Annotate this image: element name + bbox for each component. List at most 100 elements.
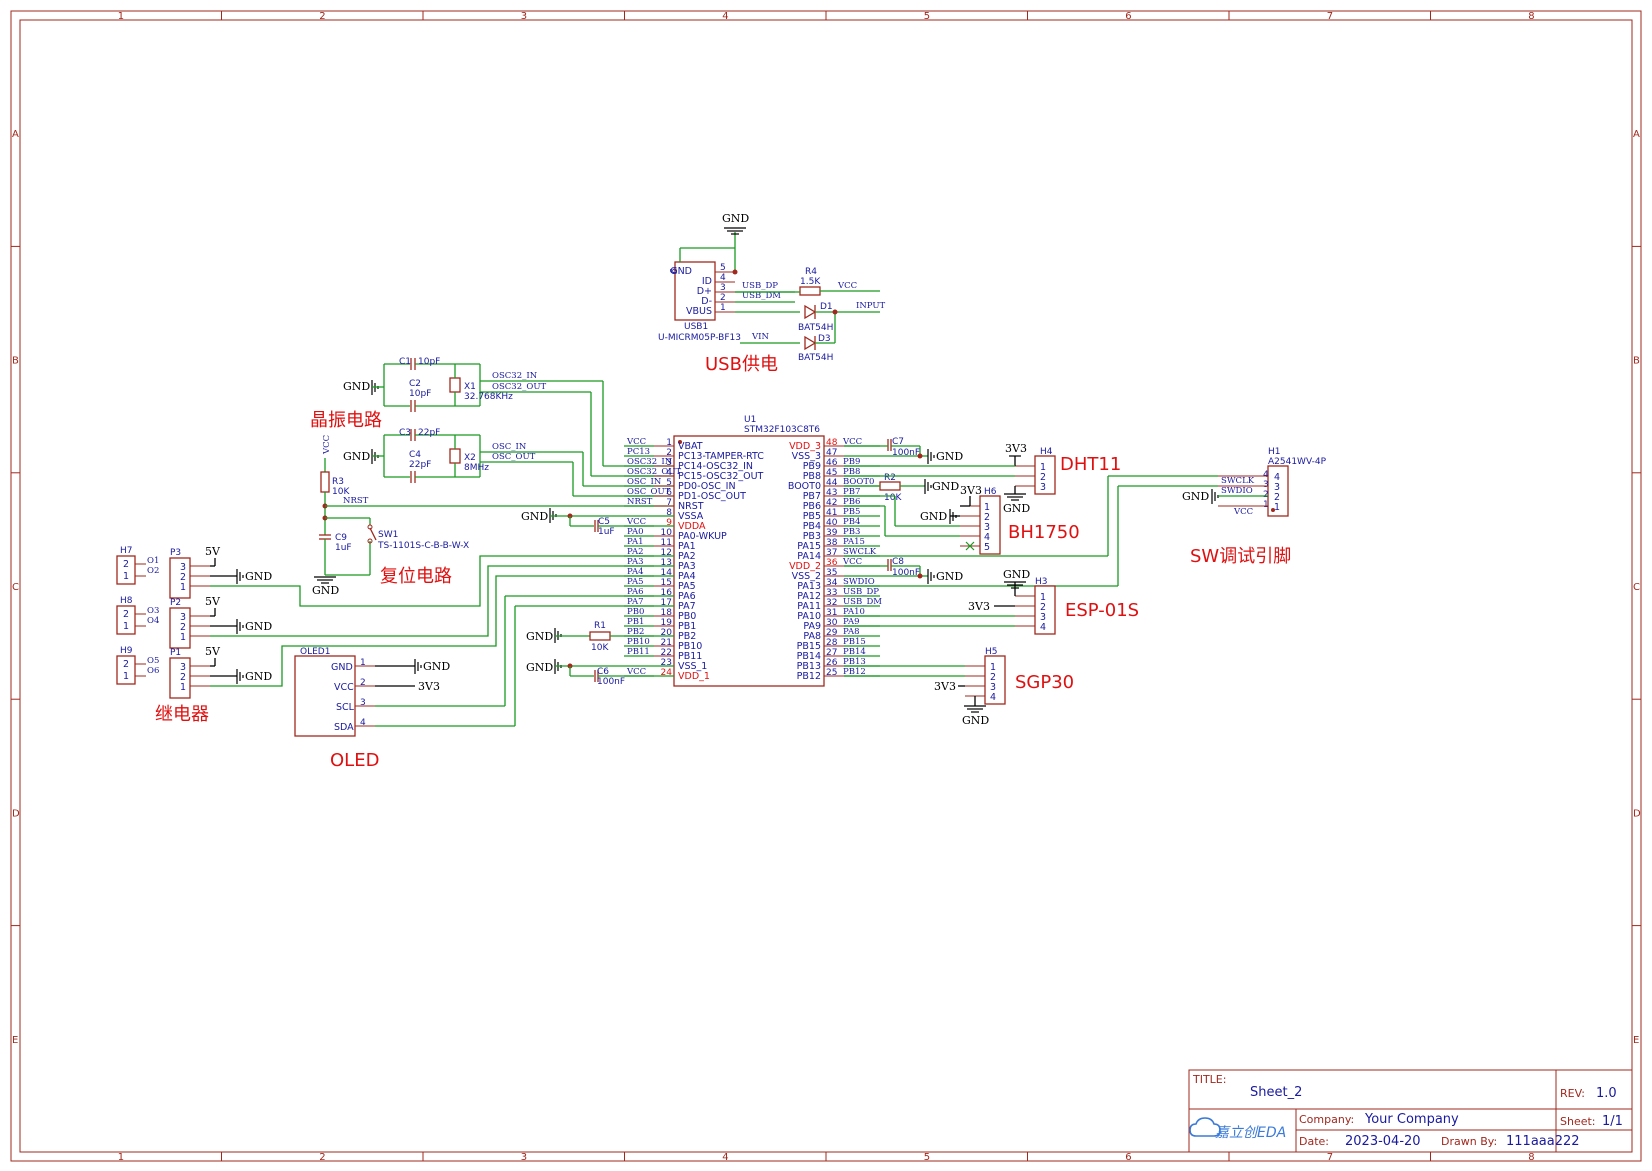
svg-text:2: 2 <box>180 622 186 633</box>
mcu-pin-number: 27 <box>826 648 837 658</box>
mcu-pin-name: NRST <box>678 501 704 512</box>
frame-row-label-left: D <box>12 808 20 819</box>
mcu-net-label: PB15 <box>843 637 866 647</box>
mcu-pin-name: PC13-TAMPER-RTC <box>678 451 764 462</box>
svg-text:3: 3 <box>1040 612 1046 623</box>
mcu-pin-name: BOOT0 <box>788 481 821 492</box>
net-input: INPUT <box>856 301 886 311</box>
mcu-pin-number: 48 <box>826 438 838 448</box>
c8-val: 100nF <box>892 568 920 578</box>
r1-resistor <box>589 631 611 641</box>
gnd-label: GND <box>526 661 553 674</box>
mcu-pin-number: 18 <box>661 608 673 618</box>
d3-val: BAT54H <box>798 353 833 363</box>
gnd-label: GND <box>932 480 959 493</box>
svg-text:2: 2 <box>123 559 129 570</box>
frame-col-label-top: 8 <box>1528 11 1534 22</box>
mcu-net-label: PA5 <box>627 577 644 587</box>
svg-text:1: 1 <box>1040 592 1046 603</box>
net-usb-dp: USB_DP <box>742 281 778 291</box>
mcu-pin-name: PD0-OSC_IN <box>678 481 736 492</box>
mcu-pin-number: 46 <box>826 458 838 468</box>
mcu-net-label: VCC <box>626 517 646 527</box>
v5-label: 5V <box>205 645 221 658</box>
mcu-pin-number: 12 <box>661 548 672 558</box>
net-swclk: SWCLK <box>1221 476 1255 486</box>
mcu-pin-number: 37 <box>826 548 837 558</box>
mcu-net-label: PA8 <box>843 627 860 637</box>
esp-label: ESP-01S <box>1065 600 1139 621</box>
r3-resistor <box>320 471 330 493</box>
mcu-net-label: PB5 <box>843 507 860 517</box>
mcu-pin-name: PA12 <box>797 591 821 602</box>
r4-val: 1.5K <box>800 277 821 287</box>
mcu-pin-name: VSS_3 <box>792 451 821 462</box>
mcu-pin-number: 21 <box>661 638 672 648</box>
c2-ref: C2 <box>409 379 421 389</box>
mcu-net-label: PB4 <box>843 517 860 527</box>
c5-val: 1uF <box>598 527 615 537</box>
x1-ref: X1 <box>464 382 476 392</box>
frame-col-label-top: 1 <box>118 11 124 22</box>
svg-text:4: 4 <box>1274 472 1280 483</box>
sw1-ref: SW1 <box>378 530 398 540</box>
mcu-pin-name: PA0-WKUP <box>678 531 727 542</box>
svg-text:5: 5 <box>984 542 990 553</box>
mcu-net-label: PB6 <box>843 497 860 507</box>
frame-row-label-right: E <box>1633 1035 1639 1046</box>
svg-text:1: 1 <box>1040 462 1046 473</box>
mcu-pin-number: 1 <box>666 438 672 448</box>
mcu-net-label: VCC <box>626 667 646 677</box>
mcu-pin-number: 20 <box>661 628 673 638</box>
svg-text:3: 3 <box>1263 480 1269 490</box>
svg-text:2: 2 <box>123 609 129 620</box>
mcu-pin-name: PB14 <box>797 651 821 662</box>
mcu-pin-name: PA7 <box>678 601 696 612</box>
mcu-pin-name: VSS_2 <box>792 571 821 582</box>
mcu-pin-number: 19 <box>661 618 673 628</box>
oled-pin-num-4: 4 <box>360 718 366 728</box>
oled-pin-scl: SCL <box>336 702 355 713</box>
svg-text:2: 2 <box>984 512 990 523</box>
mcu-pin-name: PA9 <box>803 621 821 632</box>
sgp30-label: SGP30 <box>1015 672 1074 693</box>
svg-text:2: 2 <box>123 659 129 670</box>
gnd-label: GND <box>312 584 339 597</box>
usb-pin-id: ID <box>702 276 712 287</box>
mcu-pin-name: PC15-OSC32_OUT <box>678 471 764 482</box>
frame-row-label-right: C <box>1633 582 1640 593</box>
gnd-label: GND <box>343 380 370 393</box>
c3-val: 22pF <box>418 428 440 438</box>
mcu-pin-name: PB13 <box>797 661 821 672</box>
gnd-label: GND <box>1003 568 1030 581</box>
c6-ref: C6 <box>597 667 609 677</box>
mcu-pin-number: 33 <box>826 588 837 598</box>
gnd-label: GND <box>526 630 553 643</box>
r4-ref: R4 <box>805 267 817 277</box>
mcu-pin-number: 5 <box>666 478 672 488</box>
gnd-label: GND <box>962 714 989 727</box>
mcu-pin-number: 7 <box>666 498 672 508</box>
mcu-net-label: VCC <box>626 437 646 447</box>
mcu-net-label: NRST <box>627 497 653 507</box>
mcu-pin-number: 38 <box>826 538 838 548</box>
relay-section-label: 继电器 <box>155 704 209 725</box>
oled-pin-vcc: VCC <box>334 682 354 693</box>
svg-text:2: 2 <box>990 672 996 683</box>
mcu-pin-name: PA2 <box>678 551 696 562</box>
frame-col-label-top: 4 <box>722 11 728 22</box>
mcu-net-label: PB3 <box>843 527 860 537</box>
svg-text:2: 2 <box>1274 492 1280 503</box>
frame-row-label-right: D <box>1633 808 1641 819</box>
r1-val: 10K <box>591 643 609 653</box>
relay-section: H721O1O2P33215VGNDH821O3O4P23215VGNDH921… <box>116 545 674 699</box>
gnd-label: GND <box>936 450 963 463</box>
d1-ref: D1 <box>820 302 833 312</box>
mcu-net-label: OSC_IN <box>627 477 662 487</box>
mcu-net-label: PC13 <box>627 447 650 457</box>
relay-h-ref: H7 <box>120 546 133 556</box>
c3-ref: C3 <box>399 428 411 438</box>
logo-text: 嘉立创EDA <box>1215 1125 1286 1141</box>
